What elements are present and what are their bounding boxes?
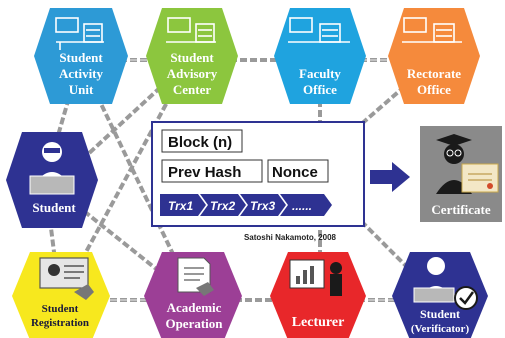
nonce-box: Nonce xyxy=(267,159,329,183)
node-faculty-office: Faculty Office xyxy=(274,8,366,104)
node-label-line3: Center xyxy=(173,82,211,97)
node-label-line2: Advisory xyxy=(167,66,218,81)
node-label-line1: Student xyxy=(32,200,76,215)
node-label-line1: Student xyxy=(420,307,460,321)
node-label-line2: Activity xyxy=(59,66,104,81)
certificate-label: Certificate xyxy=(431,202,490,217)
trx-label: Trx3 xyxy=(250,199,275,213)
hexagon-shape xyxy=(144,252,242,338)
node-student: Student xyxy=(6,132,98,228)
presentation-board-icon xyxy=(289,259,342,296)
office-desk-icon xyxy=(55,17,104,50)
node-student-verificator: Student (Verificator) xyxy=(392,252,488,338)
node-label-line2: (Verificator) xyxy=(411,323,470,335)
node-label-line2: Office xyxy=(303,82,337,97)
prev-hash-box: Prev Hash xyxy=(161,159,263,183)
node-student-registration: Student Registration xyxy=(12,252,110,338)
node-student-activity-unit: Student Activity Unit xyxy=(34,8,128,104)
certificate-document-icon xyxy=(461,163,499,193)
node-label-line1: Lecturer xyxy=(292,315,345,330)
arrow-right-icon xyxy=(370,162,410,192)
node-label-line1: Faculty xyxy=(299,66,341,81)
block-credit: Satoshi Nakamoto, 2008 xyxy=(244,233,337,242)
node-rectorate-office: Rectorate Office xyxy=(388,8,480,104)
certificate-panel: Certificate xyxy=(420,126,502,222)
student-laptop-icon xyxy=(413,257,455,303)
trx-label: Trx2 xyxy=(210,199,235,213)
node-label-line1: Rectorate xyxy=(407,66,461,81)
transaction-chain: Trx1 Trx2 Trx3 ...... xyxy=(160,194,332,216)
node-label-line2: Operation xyxy=(165,316,223,331)
node-label-line2: Registration xyxy=(31,317,89,329)
block-title-box: Block (n) xyxy=(161,129,243,153)
office-desk-icon xyxy=(402,17,462,43)
block-title: Block (n) xyxy=(168,134,232,151)
node-label-line1: Student xyxy=(59,50,103,65)
id-card-icon xyxy=(39,257,94,300)
office-desk-icon xyxy=(166,17,216,43)
block-panel: Block (n) Prev Hash Nonce Trx1 Trx2 Trx3… xyxy=(151,121,365,227)
node-lecturer: Lecturer xyxy=(270,252,366,338)
node-label-line1: Student xyxy=(42,303,79,315)
nonce-label: Nonce xyxy=(272,164,318,181)
node-label-line1: Student xyxy=(170,50,214,65)
node-label-line1: Academic xyxy=(167,300,222,315)
office-desk-icon xyxy=(288,17,350,43)
node-student-advisory-center: Student Advisory Center xyxy=(146,8,238,104)
checkmark-icon xyxy=(454,286,478,310)
node-label-line3: Unit xyxy=(69,82,94,97)
node-academic-operation: Academic Operation xyxy=(144,252,242,338)
student-laptop-icon xyxy=(29,142,75,195)
trx-label: Trx1 xyxy=(168,199,193,213)
trx-label: ...... xyxy=(292,199,312,213)
document-icon xyxy=(177,257,214,296)
node-label-line2: Office xyxy=(417,82,451,97)
prev-hash-label: Prev Hash xyxy=(168,164,241,181)
